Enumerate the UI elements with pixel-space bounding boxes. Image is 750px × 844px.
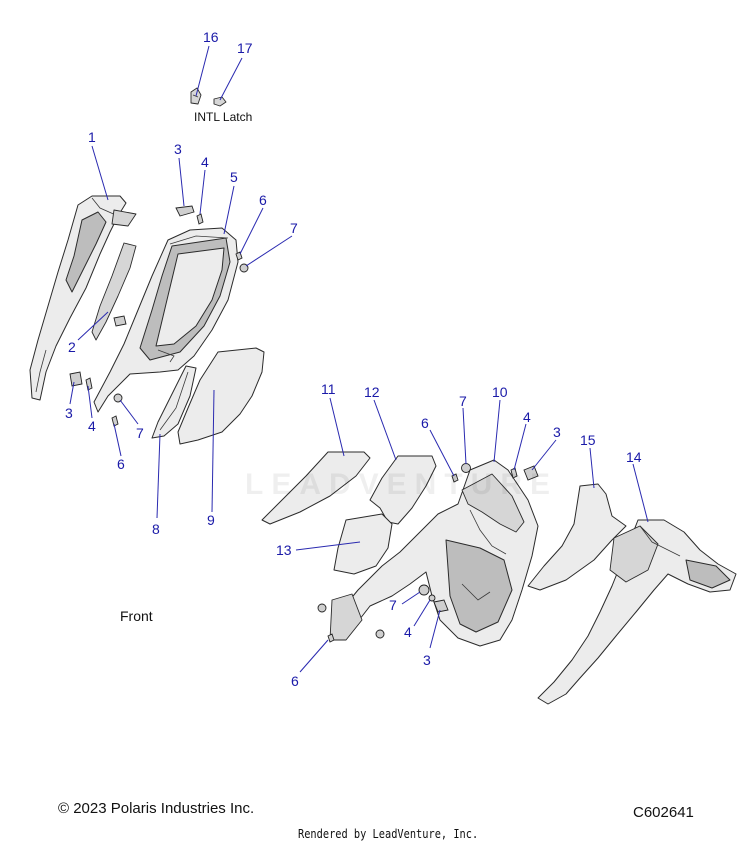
callout-4: 4 <box>523 409 531 425</box>
hardware-3-clip-lower <box>433 599 449 613</box>
callout-3: 3 <box>553 424 561 440</box>
intl-latch-label: INTL Latch <box>194 110 253 124</box>
callout-6: 6 <box>421 415 429 431</box>
callout-7: 7 <box>136 425 144 441</box>
callout-7: 7 <box>290 220 298 236</box>
latch-part-17 <box>213 96 227 107</box>
callout-4: 4 <box>88 418 96 434</box>
callout-6: 6 <box>291 673 299 689</box>
callout-4: 4 <box>201 154 209 170</box>
callout-13: 13 <box>276 542 292 558</box>
part-2-trim-panel <box>91 242 137 341</box>
hardware-clip-bottom <box>375 629 385 639</box>
callout-1: 1 <box>88 129 96 145</box>
part-12-side-trim <box>369 455 437 525</box>
callout-12: 12 <box>364 384 380 400</box>
callout-9: 9 <box>207 512 215 528</box>
part-5-door-frame <box>93 227 239 413</box>
hardware-4-screw-top <box>196 213 204 225</box>
callout-7: 7 <box>459 393 467 409</box>
hardware-4-screw-bottom <box>85 377 93 391</box>
hardware-6-screw-lower <box>327 633 335 643</box>
front-label: Front <box>120 608 153 624</box>
callout-10: 10 <box>492 384 508 400</box>
callout-17: 17 <box>237 40 253 56</box>
callout-14: 14 <box>626 449 642 465</box>
callout-6: 6 <box>259 192 267 208</box>
hardware-3-clip-top <box>175 205 195 217</box>
rendered-by-footer: Rendered by LeadVenture, Inc. <box>298 827 479 841</box>
callout-4: 4 <box>404 624 412 640</box>
callout-2: 2 <box>68 339 76 355</box>
part-14-rear-fender <box>537 519 737 705</box>
part-9-door-panel <box>177 347 265 445</box>
callout-16: 16 <box>203 29 219 45</box>
part-13-panel <box>333 513 393 575</box>
callout-5: 5 <box>230 169 238 185</box>
callout-7: 7 <box>389 597 397 613</box>
callout-15: 15 <box>580 432 596 448</box>
hardware-push-pin-mid <box>113 315 127 327</box>
callout-11: 11 <box>321 381 336 397</box>
diagram-code: C602641 <box>633 804 694 821</box>
callout-8: 8 <box>152 521 160 537</box>
part-8-trim-strip <box>151 365 197 439</box>
hardware-nut-left <box>317 603 327 613</box>
callout-6: 6 <box>117 456 125 472</box>
hardware-4-screw-lower <box>428 594 436 602</box>
copyright-notice: © 2023 Polaris Industries Inc. <box>58 800 255 817</box>
callout-3: 3 <box>65 405 73 421</box>
hardware-7-nut-lower <box>418 584 430 596</box>
part-11-side-trim <box>261 451 371 525</box>
callout-3: 3 <box>174 141 182 157</box>
part-15-rear-trim <box>527 483 627 591</box>
callout-3: 3 <box>423 652 431 668</box>
hardware-6-screw-bottom <box>111 415 119 427</box>
part-10-rear-panel <box>329 459 539 647</box>
part-1-side-panel <box>29 195 137 401</box>
watermark-text: LEADVENTURE <box>245 468 559 501</box>
hardware-3-clip-upper <box>523 465 539 481</box>
leader-lines <box>69 45 649 673</box>
hardware-4-screw-upper <box>510 467 518 479</box>
hardware-3-clip-bottom <box>69 371 83 387</box>
